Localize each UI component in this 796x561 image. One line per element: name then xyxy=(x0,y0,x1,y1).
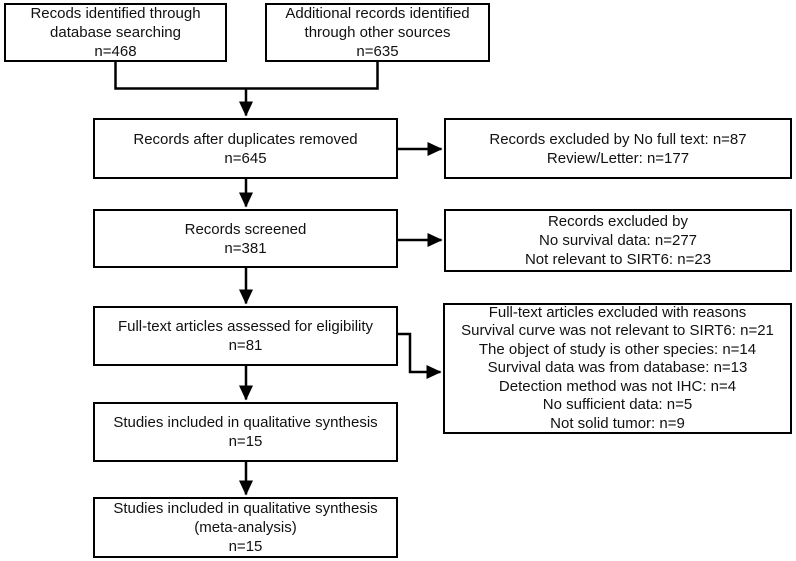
box-text-line: Survival data was from database: n=13 xyxy=(487,359,748,377)
box-text-line: through other sources xyxy=(304,24,451,41)
box-studies-qualitative-synthesis: Studies included in qualitative synthesi… xyxy=(93,402,398,462)
box-count-line: n=468 xyxy=(94,43,137,60)
box-text-line: Studies included in qualitative synthesi… xyxy=(113,500,378,517)
box-count-line: n=15 xyxy=(228,538,263,555)
box-count-line: n=81 xyxy=(228,337,263,354)
box-text-line: Not relevant to SIRT6: n=23 xyxy=(524,251,712,268)
box-text-line: Records after duplicates removed xyxy=(133,130,358,148)
box-text-line: Review/Letter: n=177 xyxy=(546,149,690,167)
box-text-line: No survival data: n=277 xyxy=(538,232,697,249)
box-text-line: Survival curve was not relevant to SIRT6… xyxy=(461,322,774,340)
box-text-line: Records screened xyxy=(184,220,307,238)
box-additional-records-other-sources: Additional records identified through ot… xyxy=(265,3,490,62)
box-records-excluded-screening: Records excluded by No survival data: n=… xyxy=(444,209,792,272)
box-fulltext-assessed-eligibility: Full-text articles assessed for eligibil… xyxy=(93,306,398,366)
box-text-line: The object of study is other species: n=… xyxy=(478,340,757,358)
box-fulltext-excluded-reasons: Full-text articles excluded with reasons… xyxy=(443,303,792,434)
elbow-fulltext-to-excluded xyxy=(398,332,442,379)
box-text-line: Full-text articles assessed for eligibil… xyxy=(117,318,374,335)
box-text-line: Records excluded by xyxy=(547,213,689,230)
box-text-line: Records excluded by No full text: n=87 xyxy=(489,130,747,148)
box-text-line: Recods identified through xyxy=(30,5,201,22)
box-records-screened: Records screened n=381 xyxy=(93,209,398,268)
box-text-line: (meta-analysis) xyxy=(194,519,297,536)
box-count-line: n=635 xyxy=(356,43,399,60)
box-records-after-duplicates-removed: Records after duplicates removed n=645 xyxy=(93,118,398,179)
box-text-line: Detection method was not IHC: n=4 xyxy=(498,377,737,395)
box-studies-meta-analysis: Studies included in qualitative synthesi… xyxy=(93,497,398,558)
box-records-excluded-no-fulltext: Records excluded by No full text: n=87 R… xyxy=(444,118,792,179)
box-count-line: n=381 xyxy=(224,239,267,257)
box-text-line: Additional records identified xyxy=(285,5,470,22)
box-text-line: Not solid tumor: n=9 xyxy=(550,414,685,432)
box-text-line: No sufficient data: n=5 xyxy=(542,396,693,414)
box-count-line: n=645 xyxy=(224,149,267,167)
box-count-line: n=15 xyxy=(228,433,263,450)
box-records-database-searching: Recods identified through database searc… xyxy=(4,3,227,62)
box-text-line: Full-text articles excluded with reasons xyxy=(488,303,747,321)
box-text-line: database searching xyxy=(50,24,181,41)
box-text-line: Studies included in qualitative synthesi… xyxy=(113,414,378,431)
connector-merge-sources xyxy=(114,62,379,90)
